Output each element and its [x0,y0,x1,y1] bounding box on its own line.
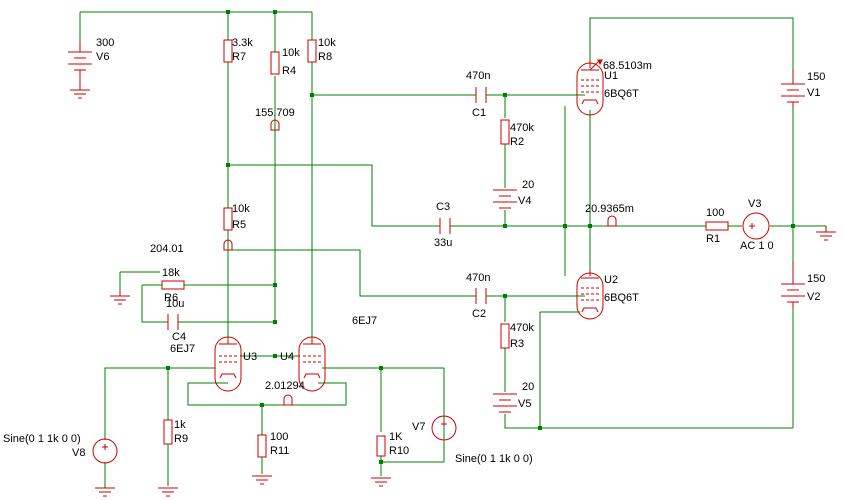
r8-name: R8 [318,51,332,63]
u1-name: U1 [604,70,618,82]
v6-name: V6 [96,51,109,63]
r5-value: 10k [232,203,250,215]
ground-icon [158,487,178,497]
u2-name: U2 [604,274,618,286]
resistor-r4[interactable] [270,51,280,75]
probe-icon[interactable] [283,394,293,406]
wires [79,11,826,488]
r6-value: 18k [162,267,180,279]
r9-name: R9 [174,433,188,445]
c4-value: 10u [166,298,184,310]
battery-v5[interactable] [493,393,517,413]
resistor-r5[interactable] [223,207,233,231]
r3-name: R3 [510,338,524,350]
probe-icon[interactable] [589,59,603,71]
probe-5-value: 20.9365m [585,203,634,215]
resistor-r1[interactable] [705,221,729,231]
resistor-r11[interactable] [257,434,267,458]
r11-name: R11 [270,445,289,457]
v2-name: V2 [807,291,820,303]
capacitor-c4[interactable] [167,314,179,330]
r8-value: 10k [318,37,336,49]
tube-u4[interactable] [298,336,326,392]
tube-u3[interactable] [214,336,242,392]
v3-value: AC 1 0 [740,240,774,252]
capacitor-c1[interactable] [475,87,487,103]
battery-v4[interactable] [493,189,517,209]
v4-name: V4 [518,195,531,207]
capacitor-c2[interactable] [475,288,487,304]
u4-name: U4 [280,351,294,363]
battery-v1[interactable] [781,70,805,108]
probe-icon[interactable] [607,215,617,227]
r3-value: 470k [510,322,534,334]
capacitor-c3[interactable] [439,218,451,234]
resistor-r3[interactable] [500,323,510,349]
v1-name: V1 [807,87,820,99]
probe-3-value: 2.01294 [265,380,305,392]
resistor-r8[interactable] [307,39,317,63]
battery-v2[interactable] [781,262,805,308]
c3-name: C3 [436,201,450,213]
resistor-r9[interactable] [163,419,173,445]
ground-icon [252,475,272,485]
u4-type: 6EJ7 [352,315,377,327]
u2-type: 6BQ6T [604,292,639,304]
r4-value: 10k [282,47,300,59]
tube-u1[interactable] [576,60,604,116]
ground-icon [110,290,130,305]
c1-name: C1 [472,107,486,119]
v8-value: Sine(0 1 1k 0 0) [3,433,81,445]
ground-icon [816,226,836,241]
resistor-r10[interactable] [376,435,386,457]
v5-value: 20 [522,381,534,393]
u1-type: 6BQ6T [604,88,639,100]
battery-v6[interactable] [68,42,92,99]
r7-name: R7 [232,51,246,63]
u3-name: U3 [243,351,257,363]
v1-value: 150 [807,71,825,83]
ground-icon [371,477,391,487]
source-v8[interactable] [92,438,118,464]
probe-4-value: 68.5103m [603,60,652,72]
probe-1-value: 155.709 [255,107,295,119]
c2-value: 470n [466,272,490,284]
resistor-r6[interactable] [161,280,185,290]
r11-value: 100 [270,431,288,443]
c1-value: 470n [466,70,490,82]
r2-value: 470k [510,122,534,134]
v7-name: V7 [412,421,425,433]
resistor-r7[interactable] [223,39,233,63]
c3-value: 33u [434,237,452,249]
v7-value: Sine(0 1 1k 0 0) [455,453,533,465]
tube-u2[interactable] [576,270,604,320]
v8-name: V8 [72,447,85,459]
r1-value: 100 [706,207,724,219]
source-v3[interactable] [742,212,770,240]
v2-value: 150 [807,273,825,285]
r5-name: R5 [232,219,246,231]
c2-name: C2 [472,308,486,320]
r9-value: 1k [174,419,186,431]
c4-name: C4 [172,331,186,343]
r4-name: R4 [282,65,296,77]
r7-value: 3.3k [232,37,253,49]
r6-name: R6 [164,292,178,304]
v3-name: V3 [748,198,761,210]
v5-name: V5 [518,398,531,410]
r10-value: 1K [389,431,403,443]
probe-icon[interactable] [270,119,280,131]
ground-icon [95,487,115,497]
r2-name: R2 [510,136,524,148]
r10-name: R10 [389,445,409,457]
v4-value: 20 [522,179,534,191]
v6-value: 300 [96,37,114,49]
probe-2-value: 204.01 [150,243,184,255]
probe-icon[interactable] [223,239,233,251]
u3-type: 6EJ7 [170,343,195,355]
junctions [166,10,795,464]
resistor-r2[interactable] [500,119,510,145]
r1-name: R1 [706,233,720,245]
